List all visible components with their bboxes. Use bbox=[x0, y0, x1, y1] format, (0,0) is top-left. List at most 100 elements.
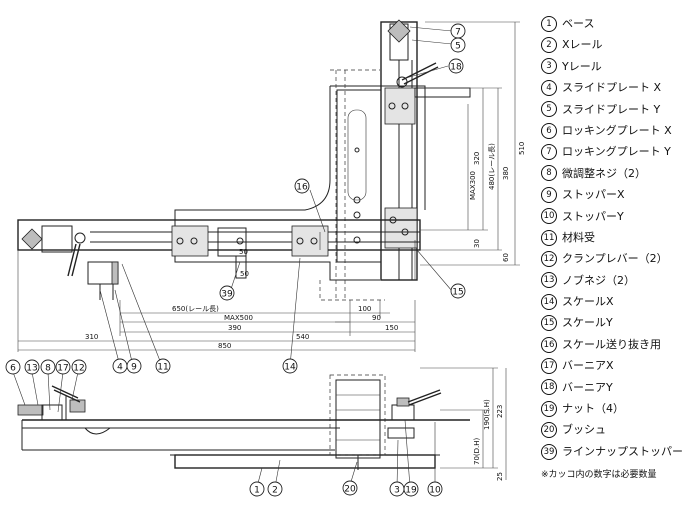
dim-50-b: 50 bbox=[240, 270, 249, 278]
legend-label: スライドプレート X bbox=[562, 81, 662, 95]
legend-item: 17 バーニアX bbox=[541, 355, 693, 376]
callout-5: 5 bbox=[450, 37, 466, 53]
callout-15: 15 bbox=[450, 283, 466, 299]
legend-label: Xレール bbox=[562, 38, 603, 52]
svg-text:9: 9 bbox=[131, 363, 137, 373]
legend-number: 9 bbox=[541, 186, 557, 203]
legend-number: 7 bbox=[541, 144, 557, 161]
dim-30: 30 bbox=[473, 239, 481, 248]
legend-item: 20 ブッシュ bbox=[541, 419, 693, 440]
dim-320: 320 bbox=[473, 152, 481, 165]
callout-14: 14 bbox=[282, 358, 298, 374]
legend-label: バーニアX bbox=[562, 359, 614, 373]
legend-item: 6 ロッキングプレート X bbox=[541, 120, 693, 141]
side-view: 70(D.H) 190(S.H) 223 25 bbox=[17, 367, 507, 481]
legend-number: 19 bbox=[541, 400, 557, 417]
svg-text:17: 17 bbox=[57, 364, 68, 374]
legend-number: 2 bbox=[541, 37, 557, 54]
legend-number: 39 bbox=[541, 443, 557, 460]
dim-max300: MAX300 bbox=[469, 171, 477, 200]
dim-70dh: 70(D.H) bbox=[473, 437, 481, 465]
legend-label: スケール送り抜き用 bbox=[562, 337, 661, 351]
legend-label: ノブネジ（2） bbox=[562, 273, 635, 287]
svg-text:3: 3 bbox=[394, 486, 400, 496]
svg-text:8: 8 bbox=[45, 364, 51, 374]
legend-number: 6 bbox=[541, 122, 557, 139]
dim-60: 60 bbox=[502, 253, 510, 262]
callout-12: 12 bbox=[71, 359, 87, 375]
legend-label: ストッパーY bbox=[562, 209, 624, 223]
legend-item: 10 ストッパーY bbox=[541, 206, 693, 227]
legend-label: Yレール bbox=[562, 59, 602, 73]
dim-480: 480(レール長) bbox=[488, 143, 496, 190]
dim-90: 90 bbox=[372, 314, 381, 322]
legend-number: 10 bbox=[541, 208, 557, 225]
svg-text:2: 2 bbox=[272, 486, 278, 496]
legend-label: スケールY bbox=[562, 316, 613, 330]
dim-50-a: 50 bbox=[239, 248, 248, 256]
svg-text:10: 10 bbox=[429, 486, 441, 496]
plan-view bbox=[17, 19, 471, 301]
callout-17: 17 bbox=[55, 359, 71, 375]
callout-19: 19 bbox=[403, 481, 419, 497]
svg-text:4: 4 bbox=[117, 363, 123, 373]
dim-510: 510 bbox=[518, 142, 526, 155]
svg-text:16: 16 bbox=[296, 183, 308, 193]
svg-text:13: 13 bbox=[26, 364, 37, 374]
callout-39: 39 bbox=[219, 285, 235, 301]
callout-1: 1 bbox=[249, 481, 265, 497]
dim-850: 850 bbox=[218, 342, 231, 350]
legend-label: ベース bbox=[562, 17, 595, 30]
legend-item: 15 スケールY bbox=[541, 312, 693, 333]
svg-text:20: 20 bbox=[344, 485, 356, 495]
legend-item: 39 ラインナップストッパー bbox=[541, 441, 693, 462]
legend-number: 18 bbox=[541, 379, 557, 396]
callout-8: 8 bbox=[40, 359, 56, 375]
dim-100: 100 bbox=[358, 305, 371, 313]
legend-item: 5 スライドプレート Y bbox=[541, 99, 693, 120]
legend-number: 15 bbox=[541, 315, 557, 332]
svg-text:15: 15 bbox=[452, 288, 463, 298]
svg-text:1: 1 bbox=[254, 486, 260, 496]
callout-10: 10 bbox=[427, 481, 443, 497]
legend-label: ラインナップストッパー bbox=[562, 444, 683, 458]
legend-item: 1 ベース bbox=[541, 13, 693, 34]
legend-number: 17 bbox=[541, 357, 557, 374]
callout-6: 6 bbox=[5, 359, 21, 375]
callout-13: 13 bbox=[24, 359, 40, 375]
legend-label: ナット（4） bbox=[562, 402, 624, 416]
svg-text:19: 19 bbox=[405, 486, 417, 496]
callout-9: 9 bbox=[126, 358, 142, 374]
callout-3: 3 bbox=[389, 481, 405, 497]
legend-item: 2 Xレール bbox=[541, 34, 693, 55]
legend-number: 20 bbox=[541, 422, 557, 439]
callouts: 7 5 18 16 15 39 14 4 9 11 6 13 8 17 12 2… bbox=[5, 23, 466, 497]
legend-label: スライドプレート Y bbox=[562, 102, 661, 116]
callout-18: 18 bbox=[448, 58, 464, 74]
legend-item: 13 ノブネジ（2） bbox=[541, 270, 693, 291]
legend-number: 8 bbox=[541, 165, 557, 182]
legend-number: 1 bbox=[541, 15, 557, 32]
dim-540: 540 bbox=[296, 333, 309, 341]
legend-label: ロッキングプレート X bbox=[562, 123, 672, 137]
svg-text:11: 11 bbox=[157, 363, 168, 373]
svg-text:5: 5 bbox=[455, 42, 461, 52]
legend-number: 14 bbox=[541, 293, 557, 310]
legend-number: 13 bbox=[541, 272, 557, 289]
callout-20: 20 bbox=[342, 480, 358, 496]
legend-label: ブッシュ bbox=[562, 423, 606, 437]
legend-label: スケールX bbox=[562, 295, 614, 309]
legend-label: 材料受 bbox=[562, 230, 595, 244]
callout-16: 16 bbox=[294, 178, 310, 194]
legend-number: 5 bbox=[541, 101, 557, 118]
